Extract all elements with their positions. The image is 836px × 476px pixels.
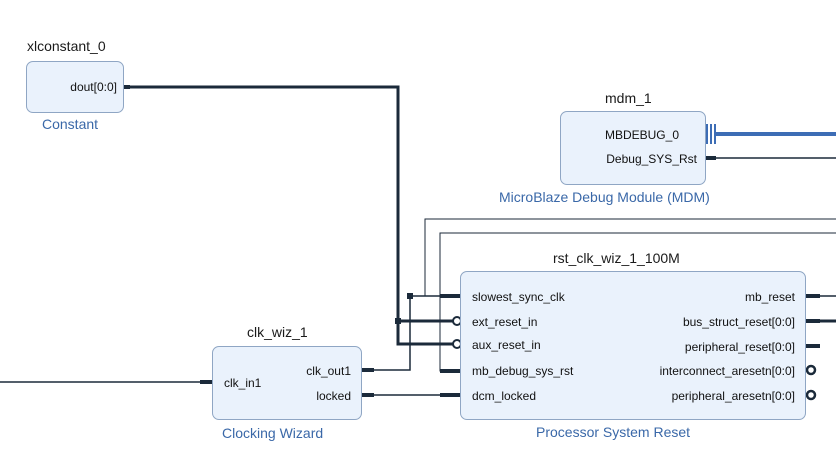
interconnect-aresetn-bubble xyxy=(805,364,817,376)
rst-ext-reset-in-pin: ext_reset_in xyxy=(472,315,538,329)
rst-mb-reset-pin: mb_reset xyxy=(744,290,795,304)
clk-wiz-clk-in1-pin: clk_in1 xyxy=(224,376,262,390)
mdm-type-label: MicroBlaze Debug Module (MDM) xyxy=(499,189,710,205)
mdm-mbdebug-pin: MBDEBUG_0 xyxy=(604,128,679,142)
xlconstant-dout-pin: dout[0:0] xyxy=(70,80,117,94)
clk-wiz-instance-name: clk_wiz_1 xyxy=(247,324,308,340)
peripheral-aresetn-bubble xyxy=(805,389,817,401)
mdm-debug-sys-rst-pin: Debug_SYS_Rst xyxy=(606,152,697,166)
clk-wiz-locked-pin: locked xyxy=(316,389,351,403)
clk-wiz-type-label: Clocking Wizard xyxy=(222,425,324,441)
rst-interconnect-aresetn-pin: interconnect_aresetn[0:0] xyxy=(659,364,795,378)
rst-block[interactable]: slowest_sync_clk ext_reset_in aux_reset_… xyxy=(460,271,806,420)
clk-wiz-block[interactable]: clk_in1 clk_out1 locked xyxy=(212,346,362,420)
net-const-to-reset[interactable] xyxy=(128,85,454,346)
xlconstant-block[interactable]: dout[0:0] xyxy=(26,61,124,113)
clk-wiz-clk-out1-pin: clk_out1 xyxy=(306,364,351,378)
rst-type-label: Processor System Reset xyxy=(536,424,691,440)
rst-peripheral-aresetn-pin: peripheral_aresetn[0:0] xyxy=(671,389,795,403)
pin-stubs xyxy=(116,85,820,397)
rst-bus-struct-reset-pin: bus_struct_reset[0:0] xyxy=(682,315,795,329)
mdm-instance-name: mdm_1 xyxy=(605,90,652,106)
mdm-block[interactable]: MBDEBUG_0 Debug_SYS_Rst xyxy=(560,111,706,185)
xlconstant-instance-name: xlconstant_0 xyxy=(27,38,106,54)
net-junction xyxy=(395,318,401,324)
rst-slowest-sync-clk-pin: slowest_sync_clk xyxy=(472,290,565,304)
rst-aux-reset-in-pin: aux_reset_in xyxy=(472,338,541,352)
rst-mb-debug-sys-rst-pin: mb_debug_sys_rst xyxy=(472,364,574,378)
net-feedback-1[interactable] xyxy=(424,218,836,296)
rst-dcm-locked-pin: dcm_locked xyxy=(472,389,537,403)
rst-instance-name: rst_clk_wiz_1_100M xyxy=(553,250,680,266)
xlconstant-type-label: Constant xyxy=(42,116,99,132)
net-clk-out1[interactable] xyxy=(360,295,454,371)
rst-peripheral-reset-pin: peripheral_reset[0:0] xyxy=(684,340,795,354)
net-junction-clk xyxy=(407,293,413,299)
